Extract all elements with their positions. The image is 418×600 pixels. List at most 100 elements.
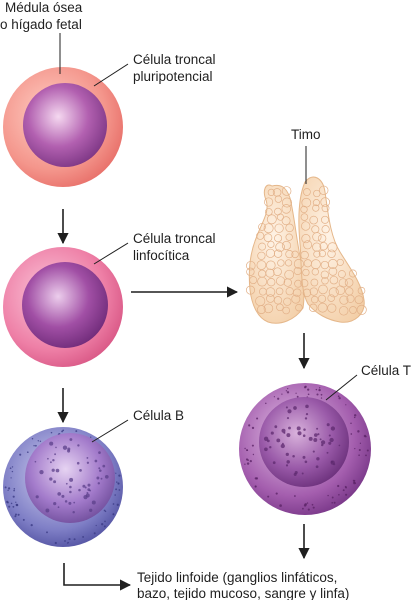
tSpeckles-dot — [302, 507, 304, 510]
bSpeckles-dot — [8, 487, 11, 490]
thymus-lobule — [348, 269, 357, 278]
tChromatin-dot — [328, 441, 332, 445]
thymus-lobule — [256, 260, 267, 270]
tSpeckles-dot — [256, 417, 259, 420]
thymus-lobule — [303, 240, 313, 250]
tChromatin-dot — [293, 406, 297, 410]
thymus-lobule — [312, 232, 322, 242]
tChromatin-dot — [286, 460, 290, 464]
bSpeckles-dot — [15, 501, 17, 503]
tChromatin-dot — [303, 428, 306, 431]
bSpeckles-dot — [30, 523, 33, 527]
thymus-lobule — [276, 303, 284, 312]
bChromatin-dot — [61, 494, 65, 498]
bSpeckles-dot — [117, 483, 120, 485]
tSpeckles-dot — [354, 482, 357, 485]
tChromatin-dot — [269, 446, 272, 449]
tSpeckles-dot — [296, 395, 299, 398]
thymus-lobule — [293, 258, 304, 269]
tChromatin-dot — [313, 438, 318, 442]
thymus-lobule — [311, 268, 319, 276]
tChromatin-dot — [282, 442, 284, 445]
thymus-lobule — [344, 278, 354, 287]
tSpeckles-dot — [318, 388, 321, 392]
tSpeckles-dot — [337, 395, 340, 398]
thymus-lobule — [249, 276, 258, 285]
thymus-lobule — [273, 249, 283, 258]
tSpeckles-dot — [279, 504, 282, 507]
tSpeckles-dot — [366, 449, 369, 452]
bChromatin-dot — [52, 458, 55, 462]
thymus-lobule — [317, 302, 328, 313]
bSpeckles-dot — [4, 486, 7, 489]
bChromatin-dot — [65, 482, 68, 485]
thymus-lobule — [329, 275, 339, 285]
bChromatin-dot — [49, 441, 54, 446]
bChromatin-dot — [86, 461, 90, 464]
bSpeckles-dot — [112, 513, 115, 516]
tChromatin-dot — [283, 431, 286, 434]
thymus-lobule — [275, 276, 286, 286]
bChromatin-dot — [78, 488, 81, 492]
bChromatin-dot — [84, 486, 87, 489]
pluripotent-label-line2: pluripotencial — [133, 69, 213, 84]
bSpeckles-dot — [104, 520, 106, 523]
tChromatin-dot — [297, 431, 302, 436]
tSpeckles-dot — [345, 493, 348, 496]
tSpeckles-dot — [249, 459, 252, 463]
tSpeckles-dot — [320, 397, 323, 399]
tSpeckles-dot — [267, 495, 270, 498]
thymus-lobule — [300, 279, 309, 288]
b-cell-leader-line — [91, 419, 129, 443]
thymus-lobule — [302, 268, 310, 277]
bSpeckles-dot — [95, 524, 97, 527]
bSpeckles-dot — [12, 495, 15, 498]
bChromatin-dot — [76, 461, 80, 465]
thymus-lobule — [338, 278, 348, 288]
bChromatin-dot — [89, 489, 92, 492]
tChromatin-dot — [294, 470, 298, 475]
thymus-lobule — [319, 242, 328, 251]
tSpeckles-dot — [337, 484, 340, 488]
thymus-lobule — [336, 258, 344, 266]
tChromatin-dot — [285, 406, 288, 409]
tSpeckles-dot — [307, 508, 310, 511]
t-cell — [239, 383, 371, 515]
bChromatin-dot — [62, 445, 68, 450]
tChromatin-dot — [332, 463, 336, 466]
tSpeckles-dot — [307, 393, 310, 396]
bChromatin-dot — [54, 453, 57, 456]
tSpeckles-dot — [350, 422, 352, 425]
tChromatin-dot — [308, 436, 313, 441]
bSpeckles-dot — [118, 489, 121, 491]
tSpeckles-dot — [277, 397, 280, 400]
thymus-lobule — [320, 270, 329, 279]
tSpeckles-dot — [246, 462, 250, 465]
pluripotent-stem-cell — [3, 67, 123, 187]
thymus-lobule — [256, 231, 265, 240]
bChromatin-dot — [51, 468, 55, 472]
tChromatin-dot — [305, 404, 309, 409]
thymus-lobule — [339, 295, 349, 305]
bSpeckles-dot — [13, 489, 15, 492]
thymus-lobule — [328, 287, 339, 298]
tChromatin-dot — [280, 443, 285, 449]
bChromatin-dot — [57, 506, 60, 509]
bChromatin-dot — [49, 461, 52, 464]
bSpeckles-dot — [103, 525, 106, 528]
bSpeckles-dot — [14, 515, 17, 518]
bSpeckles-dot — [8, 505, 11, 508]
tSpeckles-dot — [251, 426, 255, 430]
thymus-lobule — [274, 234, 283, 243]
tSpeckles-dot — [254, 485, 257, 488]
thymus-lobule — [300, 250, 309, 260]
t-cell-chromatin — [263, 404, 341, 476]
tChromatin-dot — [312, 450, 315, 453]
bSpeckles-dot — [39, 440, 42, 443]
bSpeckles-dot — [62, 429, 65, 432]
bSpeckles-dot — [33, 444, 35, 447]
thymus-lobule — [310, 278, 319, 287]
tSpeckles-dot — [358, 454, 360, 457]
tSpeckles-dot — [311, 503, 314, 506]
thymus-lobule — [266, 260, 276, 271]
